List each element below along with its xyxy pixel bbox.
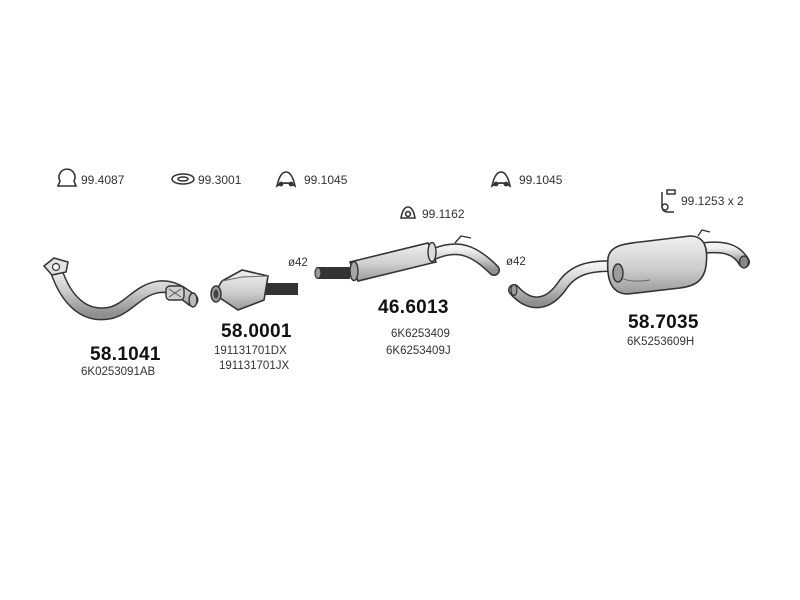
catalytic-converter [210, 269, 298, 311]
oem-reference: 6K6253409J [386, 345, 451, 357]
part-number: 58.1041 [90, 344, 161, 365]
rear-silencer [508, 229, 750, 309]
accessory-code: 99.4087 [81, 173, 125, 187]
oem-reference: 191131701JX [219, 360, 290, 372]
part-number: 46.6013 [378, 297, 449, 318]
accessory-code: 99.1045 [519, 173, 563, 187]
pipe-diameter-label: ø42 [288, 257, 308, 269]
oem-reference: 191131701DX [214, 345, 287, 357]
part-number: 58.0001 [221, 321, 292, 342]
flat-gasket-icon [171, 173, 195, 185]
oem-reference: 6K0253091AB [81, 366, 156, 378]
middle-silencer [314, 235, 500, 282]
part-number: 58.7035 [628, 312, 699, 333]
clamp-bracket-icon [661, 189, 676, 213]
rubber-hanger-icon [490, 171, 512, 188]
pipe-diameter-label: ø42 [506, 256, 526, 268]
accessory-code: 99.3001 [198, 173, 242, 187]
mount-bracket-icon [400, 206, 416, 219]
front-pipe [42, 257, 199, 321]
accessory-code: 99.1162 [422, 207, 465, 221]
oem-reference: 6K6253409 [391, 328, 450, 340]
accessory-code: 99.1045 [304, 173, 348, 187]
accessory-code: 99.1253 x 2 [681, 194, 744, 208]
rubber-hanger-icon [275, 171, 297, 188]
oem-reference: 6K5253609H [627, 336, 695, 348]
ring-gasket-icon [56, 168, 78, 187]
